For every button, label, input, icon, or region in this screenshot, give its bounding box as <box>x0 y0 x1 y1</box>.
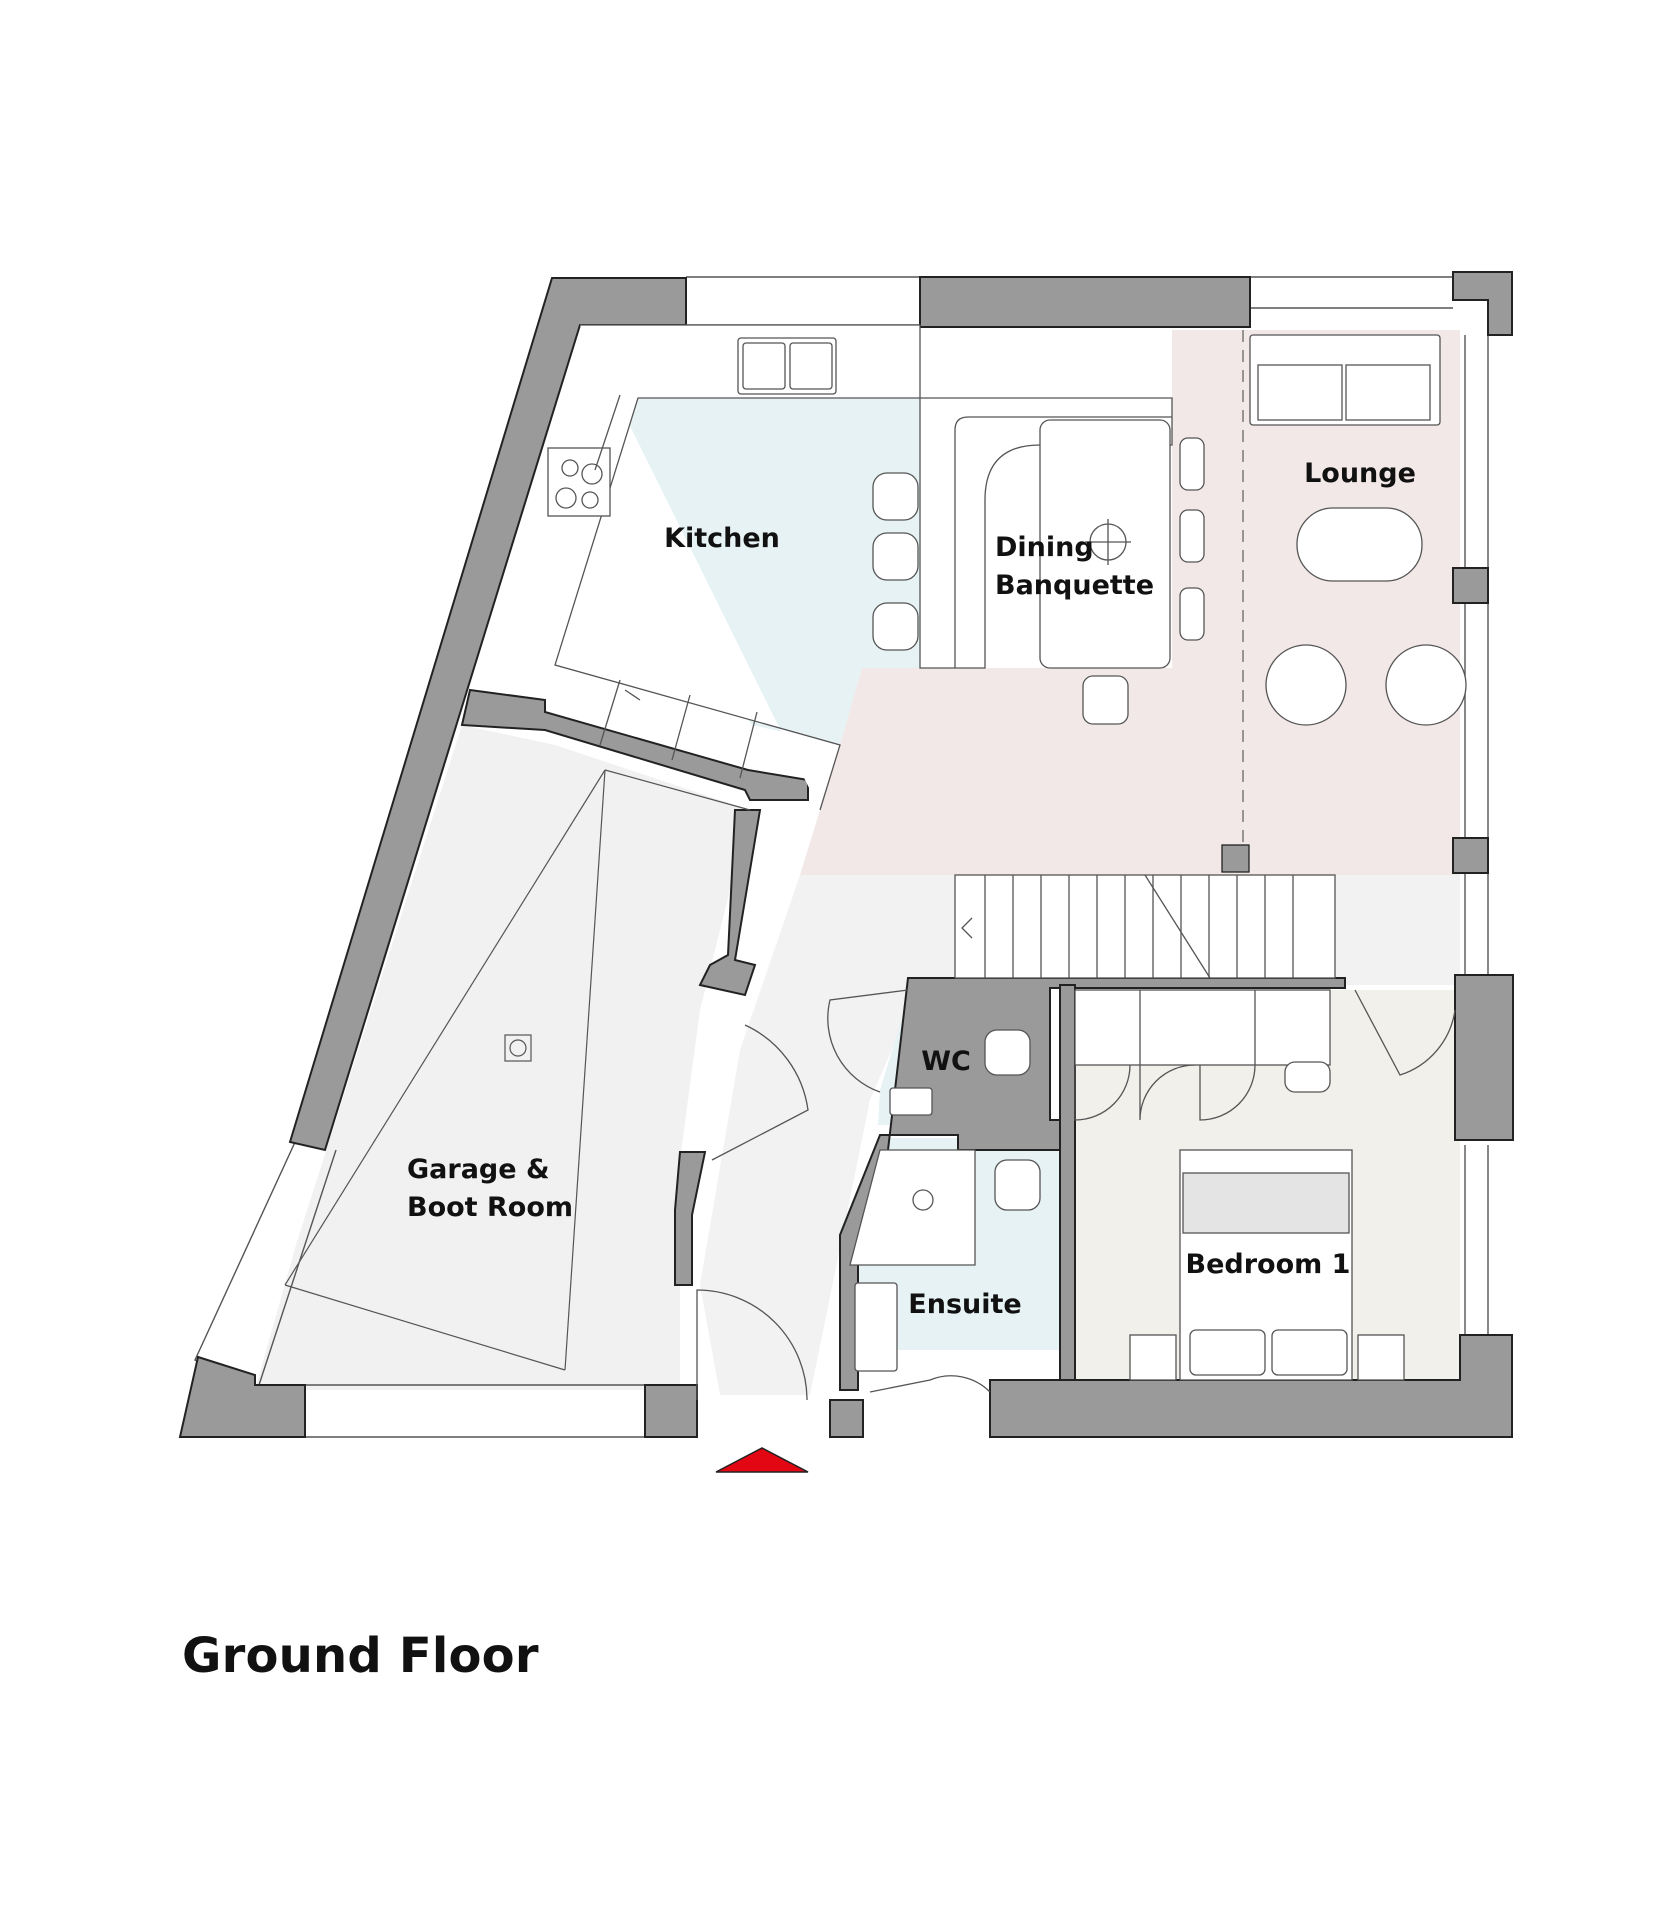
bedroom-chair <box>1284 1061 1331 1093</box>
hob-burner-3 <box>555 487 577 509</box>
armchair-left <box>1265 644 1347 726</box>
stair-frame <box>954 874 1336 979</box>
wall-east-pier-2 <box>1452 837 1489 874</box>
ensuite-door <box>869 1375 991 1393</box>
floor-title: Ground Floor <box>182 1628 539 1684</box>
garage-drain <box>504 1034 532 1062</box>
interior-walls <box>460 688 1346 1391</box>
exterior-walls <box>178 271 1514 1438</box>
armchair-right <box>1385 644 1467 726</box>
counter-division-5 <box>739 711 758 779</box>
hall-fill <box>700 875 1460 1395</box>
sofa-cushion-right <box>1345 364 1431 421</box>
hob-burner-1 <box>561 459 579 477</box>
room-label-dining-line2: Banquette <box>995 570 1154 601</box>
ensuite-basin <box>854 1282 898 1372</box>
ensuite-toilet <box>994 1159 1041 1211</box>
hob-burner-4 <box>581 491 599 509</box>
counter-division-2 <box>624 689 641 701</box>
entrance-door <box>696 1289 808 1401</box>
garage-fill <box>255 725 750 1390</box>
wall-entrance-pier <box>644 1384 698 1438</box>
staircase <box>954 874 1336 979</box>
dining-chair-4 <box>1082 675 1129 725</box>
kitchen-sink-bowl-2 <box>789 342 833 390</box>
bed-pillow-left <box>1189 1329 1266 1376</box>
wall-garage-door-jamb <box>674 1151 707 1286</box>
dining-fixtures <box>919 397 1205 725</box>
bar-stool-1 <box>872 472 919 521</box>
entrance-arrow-icon <box>715 1447 809 1473</box>
lounge-fixtures <box>1221 330 1467 873</box>
counter-division-4 <box>671 694 691 761</box>
garage-roof-line-1 <box>564 769 606 1371</box>
wall-garage-hall <box>698 809 762 997</box>
kitchen-fixtures <box>547 324 921 811</box>
room-label-wc: WC <box>921 1046 971 1077</box>
wardrobe-door-3 <box>1199 1064 1256 1121</box>
bar-stool-3 <box>872 602 919 651</box>
bedside-table-right <box>1357 1334 1405 1381</box>
garage-fixtures <box>284 769 751 1371</box>
wall-northeast-corner <box>1452 271 1513 336</box>
wardrobe-door-2 <box>1139 1064 1196 1121</box>
room-labels: Kitchen Dining Banquette Lounge Garage &… <box>407 458 1416 1320</box>
wall-east-pier-1 <box>1452 567 1489 604</box>
garage-roof-line-3 <box>284 1284 566 1371</box>
wall-south-bedroom <box>989 1334 1513 1438</box>
room-label-kitchen: Kitchen <box>664 523 780 554</box>
sofa-cushion-left <box>1257 364 1343 421</box>
room-label-bedroom: Bedroom 1 <box>1186 1249 1351 1280</box>
dining-chair-2 <box>1179 509 1205 563</box>
counter-division-1 <box>594 394 621 471</box>
counter-division-3 <box>599 679 621 746</box>
garage-roof-line-2 <box>284 769 606 1286</box>
kitchen-hob <box>547 447 611 517</box>
banquette-back <box>954 416 1172 668</box>
hob-burner-2 <box>581 463 603 485</box>
wardrobe-door-1 <box>1074 1064 1131 1121</box>
wall-garage-kitchen <box>460 688 809 801</box>
coffee-table <box>1296 507 1423 582</box>
room-label-lounge: Lounge <box>1304 458 1416 489</box>
wall-north-dining <box>919 276 1251 328</box>
kitchen-sink-bowl-1 <box>742 342 786 390</box>
room-label-ensuite: Ensuite <box>908 1289 1021 1320</box>
wc-toilet <box>984 1029 1031 1076</box>
bed-duvet <box>1182 1172 1350 1234</box>
bedroom-fixtures <box>1074 989 1405 1381</box>
wall-wc-east <box>1059 984 1076 1381</box>
wardrobe <box>1074 989 1331 1066</box>
wc-door <box>827 989 909 1093</box>
doors <box>696 989 1456 1401</box>
bedroom-door <box>1354 989 1456 1076</box>
garage-drain-grate <box>509 1039 527 1057</box>
shower-drain <box>912 1189 934 1211</box>
garage-hall-door <box>711 1024 809 1161</box>
stair-break-line <box>1144 874 1211 979</box>
room-label-garage-line2: Boot Room <box>407 1192 573 1223</box>
shower-tray <box>849 1149 976 1266</box>
banquette-seat <box>919 397 1173 669</box>
structural-column <box>1221 844 1250 873</box>
bar-stool-2 <box>872 532 919 581</box>
kitchen-counter-outline <box>554 324 921 811</box>
bathroom-fixtures <box>849 1029 1041 1372</box>
dining-chair-3 <box>1179 587 1205 641</box>
bedside-table-left <box>1129 1334 1177 1381</box>
room-label-dining-line1: Dining <box>995 532 1094 563</box>
bed-pillow-right <box>1271 1329 1348 1376</box>
wc-basin <box>889 1087 933 1116</box>
dining-table <box>1039 419 1171 669</box>
room-label-garage-line1: Garage & <box>407 1154 550 1185</box>
stair-direction-arrow <box>961 917 973 939</box>
wall-southwest-corner <box>178 1355 306 1438</box>
lounge-fill <box>800 330 1460 875</box>
garage-roof-line-4 <box>604 769 751 811</box>
wall-ensuite-pier <box>829 1399 864 1438</box>
wall-east-bedroom <box>1454 974 1514 1141</box>
dining-chair-1 <box>1179 437 1205 491</box>
